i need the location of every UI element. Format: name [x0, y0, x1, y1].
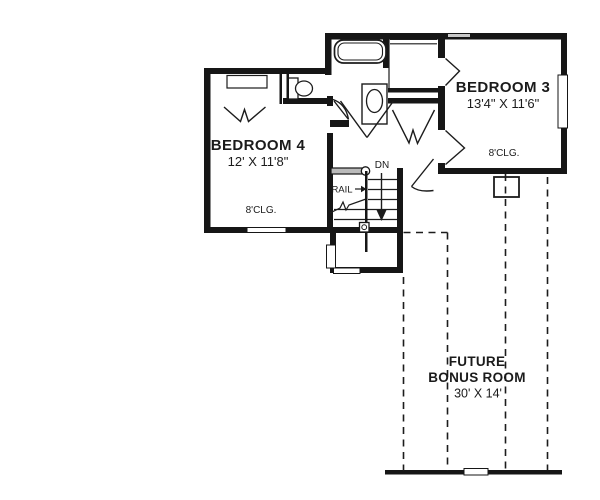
hall-double-door: [339, 100, 395, 138]
hall-stub-wall: [330, 120, 349, 127]
stairs-rail-label: RAIL: [331, 185, 352, 196]
bedroom3-closet-door: [444, 57, 461, 86]
bedroom4-name-label: BEDROOM 4: [211, 137, 306, 154]
stair-rail-line: [364, 171, 368, 252]
hall-south-door: [410, 158, 435, 192]
bedroom4-ceiling-label: 8'CLG.: [246, 205, 277, 216]
bonus-room-dims-label: 30' X 14': [454, 387, 502, 401]
toilet-bottom-wall: [283, 98, 327, 104]
stairs-down-label: DN: [375, 160, 389, 171]
bath-door: [332, 98, 350, 120]
staircase: [329, 166, 397, 252]
bedroom4-right-wall: [327, 133, 333, 227]
bedroom3-entry-door: [445, 129, 466, 166]
toilet-bowl: [294, 80, 314, 97]
bedroom3-window: [557, 74, 568, 129]
bedroom4-bottom-wall: [204, 227, 403, 233]
stairwell-left-window: [326, 244, 336, 269]
bathtub-inner: [337, 42, 384, 61]
stair-right-wall: [397, 168, 403, 273]
bedroom4-window: [246, 227, 287, 233]
stair-break-line: [329, 198, 367, 214]
stair-treads: [334, 178, 397, 221]
bedroom4-dims-label: 12' X 11'8": [228, 154, 289, 169]
stair-bottom-wall: [330, 267, 403, 273]
linen-closet-shelf-lines: [390, 38, 437, 45]
bedroom3-top-wall-detail: [448, 34, 470, 37]
bath-fixtures: [287, 39, 388, 125]
stair-mid-post-detail: [361, 224, 368, 231]
bedroom3-ceiling-label: 8'CLG.: [489, 148, 520, 159]
bedroom3-dims-label: 13'4" X 11'6": [467, 96, 540, 111]
bedroom3-name-label: BEDROOM 3: [456, 79, 550, 96]
linen-closet-rod-b: [388, 98, 440, 104]
linen-closet-rod-a: [388, 88, 440, 93]
closets: [226, 38, 440, 104]
doors: [223, 57, 466, 192]
bonus-bottom-window: [463, 468, 489, 476]
closet-divider-wall-a: [279, 74, 282, 104]
closet-divider-wall-b: [286, 74, 289, 104]
closet-top-wall: [204, 68, 331, 74]
chimney-box: [493, 176, 520, 198]
bedroom3-left-wall-mid: [438, 86, 445, 130]
rail-arrow-head: [361, 185, 367, 193]
bedroom3-left-wall-upper: [438, 39, 445, 58]
labels: BEDROOM 4 12' X 11'8" 8'CLG. BEDROOM 3 1…: [211, 79, 550, 401]
stair-rail-bar: [330, 167, 364, 175]
top-wall: [325, 33, 567, 40]
bonus-room-outline: [402, 174, 549, 471]
bath-left-wall: [325, 33, 332, 75]
bedroom4-right-wall-stub: [327, 96, 333, 106]
vanity-sink: [365, 88, 384, 114]
stair-mid-post: [358, 221, 370, 233]
bonus-room-name-line2: BONUS ROOM: [428, 370, 526, 385]
linen-closet-bifold-door: [391, 109, 436, 146]
windows: [246, 74, 568, 476]
bonus-room-name-line1: FUTURE: [449, 354, 506, 369]
bedroom4-closet-shelf: [226, 74, 268, 89]
down-arrow-head: [376, 210, 387, 221]
bedroom4-closet-bifold-door: [223, 106, 266, 123]
bedroom3-bottom-wall: [438, 168, 562, 174]
stairwell-bottom-window: [333, 267, 361, 274]
bedroom4-left-wall: [204, 68, 211, 233]
